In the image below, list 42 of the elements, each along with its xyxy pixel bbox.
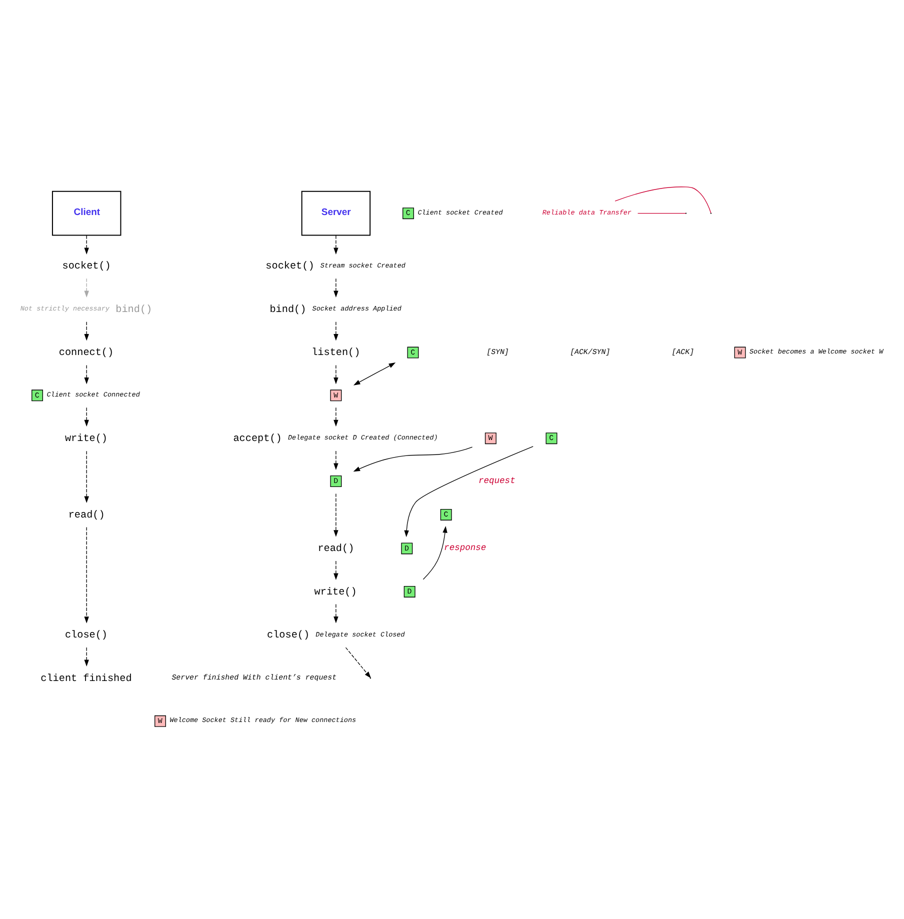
arrow <box>404 446 534 537</box>
edge-label: request <box>478 475 516 486</box>
node-text: bind() <box>270 304 306 316</box>
arrow <box>84 234 89 254</box>
arrow <box>84 450 89 503</box>
arrow <box>334 492 338 536</box>
arrow <box>84 278 89 298</box>
node-text: close() <box>64 630 108 642</box>
node-text: listen() <box>312 348 360 359</box>
connector <box>614 186 712 213</box>
arrow <box>84 364 89 384</box>
arrow <box>84 646 89 666</box>
node-text: read() <box>68 510 105 521</box>
node-text: accept() <box>233 434 282 445</box>
node-text: socket() <box>62 261 111 272</box>
arrow <box>334 278 338 298</box>
arrow <box>422 525 448 580</box>
arrow <box>334 234 338 254</box>
arrow <box>334 560 338 580</box>
node-text: connect() <box>58 348 114 359</box>
arrow <box>334 406 338 426</box>
arrow <box>334 364 338 384</box>
node-text: client finished <box>40 673 132 684</box>
node-text: bind() <box>116 304 152 316</box>
arrow <box>345 646 372 678</box>
node-box: Client <box>52 190 122 236</box>
arrow <box>84 406 89 426</box>
arrow <box>334 603 338 623</box>
edge-label: response <box>444 542 486 553</box>
connector <box>637 212 686 214</box>
arrow <box>353 446 473 472</box>
arrow <box>334 450 338 470</box>
arrow <box>334 321 338 340</box>
node-text: close() <box>267 630 310 642</box>
node-text: write() <box>64 434 108 445</box>
node-box: Server <box>301 190 371 236</box>
arrow <box>84 526 89 623</box>
arrow <box>84 321 89 340</box>
node-text: read() <box>318 544 354 555</box>
node-text: write() <box>314 586 357 598</box>
arrow <box>353 362 396 385</box>
node-text: socket() <box>266 261 314 272</box>
